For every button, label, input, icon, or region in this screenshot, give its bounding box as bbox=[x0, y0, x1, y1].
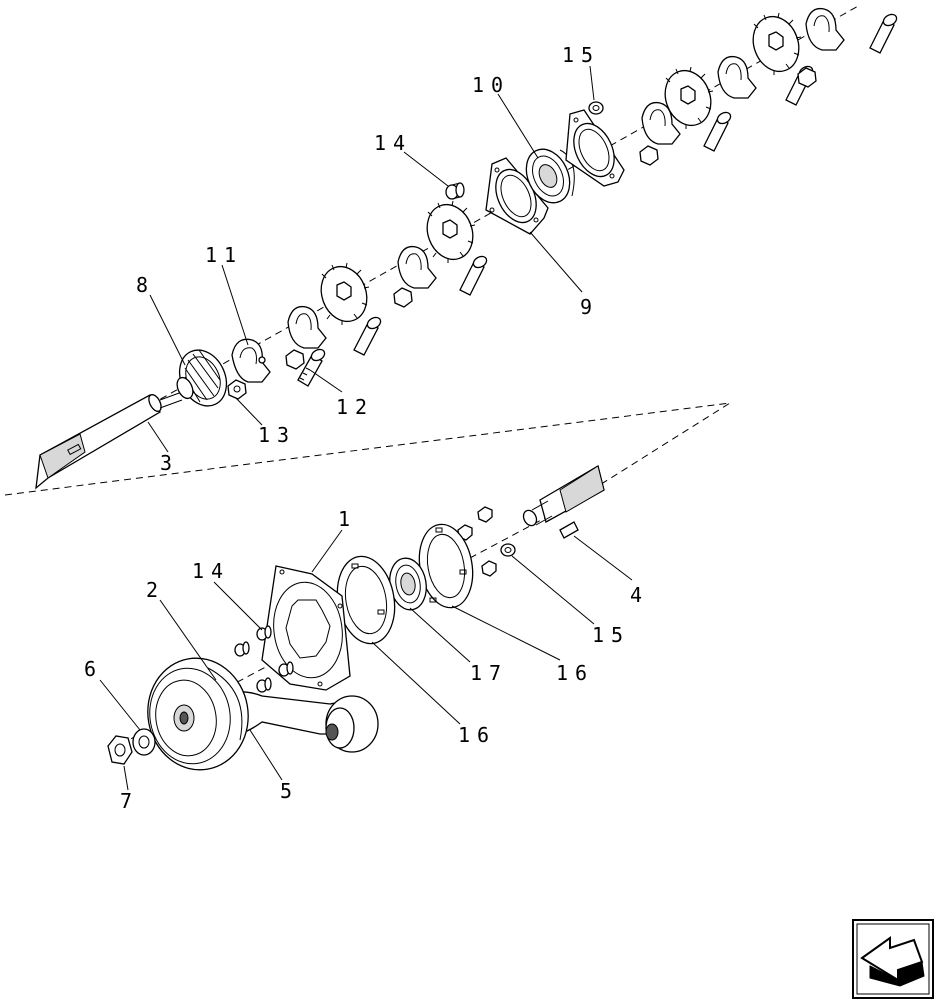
flange-upper-right bbox=[565, 109, 625, 187]
callout-8: 8 bbox=[136, 273, 155, 297]
clamp-e bbox=[805, 7, 845, 51]
clamp-b bbox=[397, 245, 437, 289]
nut-c bbox=[639, 145, 659, 166]
callout-10: 10 bbox=[472, 73, 510, 97]
bevel-gear-part-8 bbox=[176, 349, 228, 407]
nut-part-15-lower-a bbox=[477, 506, 493, 523]
upper-shaft-centerline bbox=[149, 4, 861, 406]
pin-part-14-lower-c bbox=[256, 677, 272, 693]
callout-14-upper: 14 bbox=[374, 131, 412, 155]
nut-b bbox=[393, 287, 413, 308]
serrated-wheel-b bbox=[426, 200, 476, 263]
pin-part-14-upper bbox=[445, 182, 465, 200]
pin-part-14-lower-a bbox=[256, 625, 272, 641]
section-break-line bbox=[4, 402, 731, 511]
bolt-b bbox=[459, 255, 488, 296]
pin-part-14-lower-d bbox=[278, 661, 294, 677]
callout-14-lower: 14 bbox=[192, 559, 230, 583]
clamp-c bbox=[641, 101, 681, 145]
bearing-part-10 bbox=[525, 148, 575, 204]
mounting-plate-part-1 bbox=[261, 565, 351, 691]
next-page-arrow-icon[interactable] bbox=[852, 919, 934, 999]
washer-part-15-upper bbox=[588, 101, 604, 115]
leader-lines bbox=[99, 65, 633, 791]
callouts: 1 2 3 4 5 6 7 8 9 10 11 12 13 14 14 15 1… bbox=[84, 43, 649, 813]
pin-part-14-lower-b bbox=[234, 641, 250, 657]
serrated-wheel-a bbox=[320, 262, 370, 325]
bolt-e bbox=[869, 13, 898, 54]
nut-part-7 bbox=[107, 735, 133, 765]
callout-2: 2 bbox=[146, 578, 165, 602]
callout-4: 4 bbox=[630, 583, 649, 607]
shaft-part-4 bbox=[522, 465, 605, 527]
callout-6: 6 bbox=[84, 657, 103, 681]
callout-15-lower: 15 bbox=[592, 623, 630, 647]
nut-d bbox=[797, 67, 817, 88]
callout-1: 1 bbox=[338, 507, 357, 531]
clamp-part-12a bbox=[287, 305, 327, 349]
bolt-a bbox=[353, 316, 382, 356]
callout-16-left: 16 bbox=[458, 723, 496, 747]
serrated-wheel-c bbox=[664, 66, 714, 129]
callout-12: 12 bbox=[336, 395, 374, 419]
callout-11: 11 bbox=[205, 243, 243, 267]
flange-part-9 bbox=[485, 157, 549, 235]
callout-3: 3 bbox=[160, 451, 179, 475]
clamp-d bbox=[717, 55, 757, 99]
nut-part-15-lower-c bbox=[481, 560, 497, 577]
callout-13: 13 bbox=[258, 423, 296, 447]
shaft-part-3 bbox=[35, 391, 183, 490]
pulley-part-2 bbox=[147, 657, 249, 771]
nut-part-12 bbox=[285, 349, 305, 370]
bolt-c bbox=[703, 111, 732, 152]
clamp-part-11 bbox=[231, 338, 271, 383]
washer-part-6 bbox=[132, 728, 156, 756]
serrated-wheel-d bbox=[752, 12, 802, 75]
callout-16-right: 16 bbox=[556, 661, 594, 685]
nut-part-13 bbox=[227, 379, 247, 400]
callout-15-upper: 15 bbox=[562, 43, 600, 67]
callout-7: 7 bbox=[120, 789, 139, 813]
callout-9: 9 bbox=[580, 295, 599, 319]
washer-part-15-lower bbox=[500, 543, 516, 557]
key-part-4 bbox=[559, 521, 579, 539]
callout-17: 17 bbox=[470, 661, 508, 685]
callout-5: 5 bbox=[280, 779, 299, 803]
